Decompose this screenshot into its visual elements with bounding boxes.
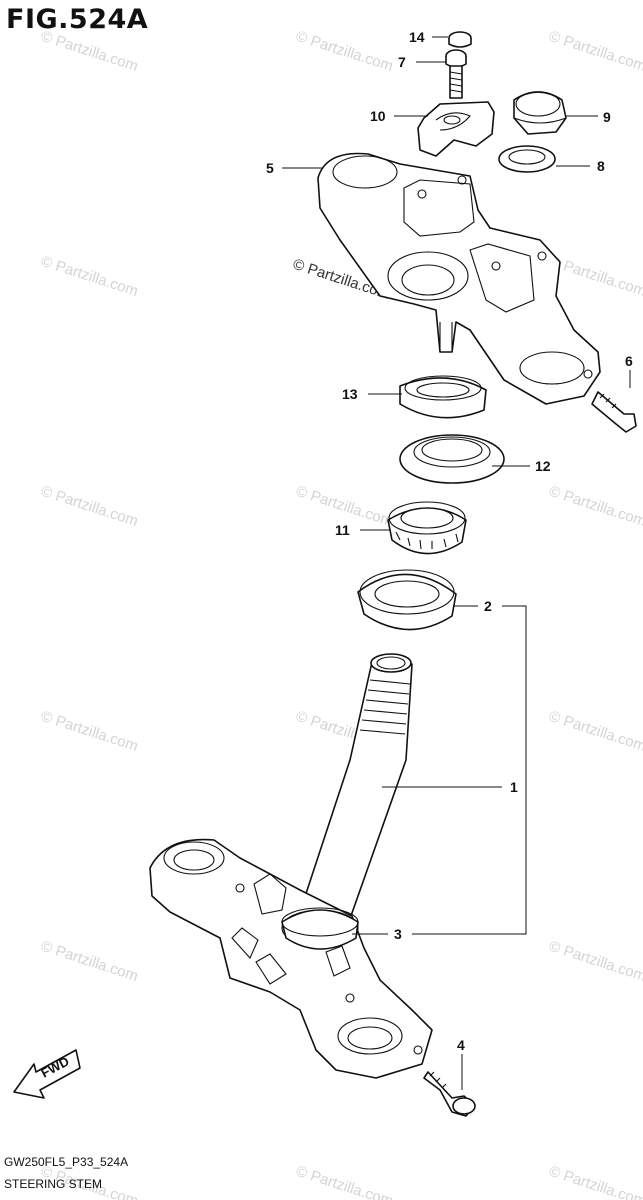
part-pinch-bolt bbox=[591, 391, 637, 433]
watermark: © Partzilla.com bbox=[39, 483, 140, 530]
part-nut-top bbox=[513, 91, 567, 135]
figure-title: FIG.524A bbox=[6, 4, 149, 35]
part-steering-stem bbox=[149, 653, 433, 1079]
watermark: © Partzilla.com bbox=[39, 938, 140, 985]
callout-3: 3 bbox=[394, 926, 402, 942]
callout-1: 1 bbox=[510, 779, 518, 795]
callout-6: 6 bbox=[625, 353, 633, 369]
watermark: © Partzilla.com bbox=[294, 28, 395, 75]
callout-10: 10 bbox=[370, 108, 386, 124]
callout-4: 4 bbox=[457, 1037, 465, 1053]
watermark: © Partzilla.com bbox=[39, 253, 140, 300]
watermark: © Partzilla.com bbox=[547, 1163, 643, 1200]
watermark: © Partzilla.com bbox=[547, 28, 643, 75]
callout-5: 5 bbox=[266, 160, 274, 176]
fwd-arrow-icon: FWD bbox=[13, 1049, 81, 1099]
watermark: © Partzilla.com bbox=[547, 483, 643, 530]
watermark: © Partzilla.com bbox=[39, 708, 140, 755]
part-handlebar-clamp bbox=[417, 101, 495, 157]
figure-name: STEERING STEM bbox=[4, 1177, 103, 1191]
callout-12: 12 bbox=[535, 458, 551, 474]
part-lock-nut bbox=[399, 375, 487, 419]
callout-9: 9 bbox=[603, 109, 611, 125]
part-bearing-race bbox=[357, 569, 457, 631]
callout-11: 11 bbox=[335, 522, 350, 538]
callout-7: 7 bbox=[398, 54, 406, 70]
part-bearing bbox=[387, 501, 467, 555]
callout-2: 2 bbox=[484, 598, 492, 614]
part-seal-lower bbox=[281, 907, 359, 950]
watermark: © Partzilla.com bbox=[39, 28, 140, 75]
part-upper-bracket bbox=[317, 152, 601, 405]
watermark: © Partzilla.com bbox=[547, 253, 643, 300]
leader-lines bbox=[282, 36, 631, 1090]
part-dust-seal bbox=[399, 434, 505, 484]
watermark: © Partzilla.com bbox=[547, 708, 643, 755]
callout-14: 14 bbox=[409, 29, 425, 45]
callout-8: 8 bbox=[597, 158, 605, 174]
part-cap bbox=[448, 31, 472, 48]
part-bolt-upper bbox=[445, 49, 467, 99]
figure-code: GW250FL5_P33_524A bbox=[4, 1155, 129, 1169]
watermark: © Partzilla.com bbox=[294, 1163, 395, 1200]
watermark: © Partzilla.com bbox=[547, 938, 643, 985]
callout-labels: 14 7 10 9 8 5 6 13 12 11 2 1 3 4 bbox=[266, 29, 633, 1053]
callout-13: 13 bbox=[342, 386, 358, 402]
part-bolt-lower bbox=[423, 1071, 476, 1117]
part-washer bbox=[498, 145, 556, 173]
